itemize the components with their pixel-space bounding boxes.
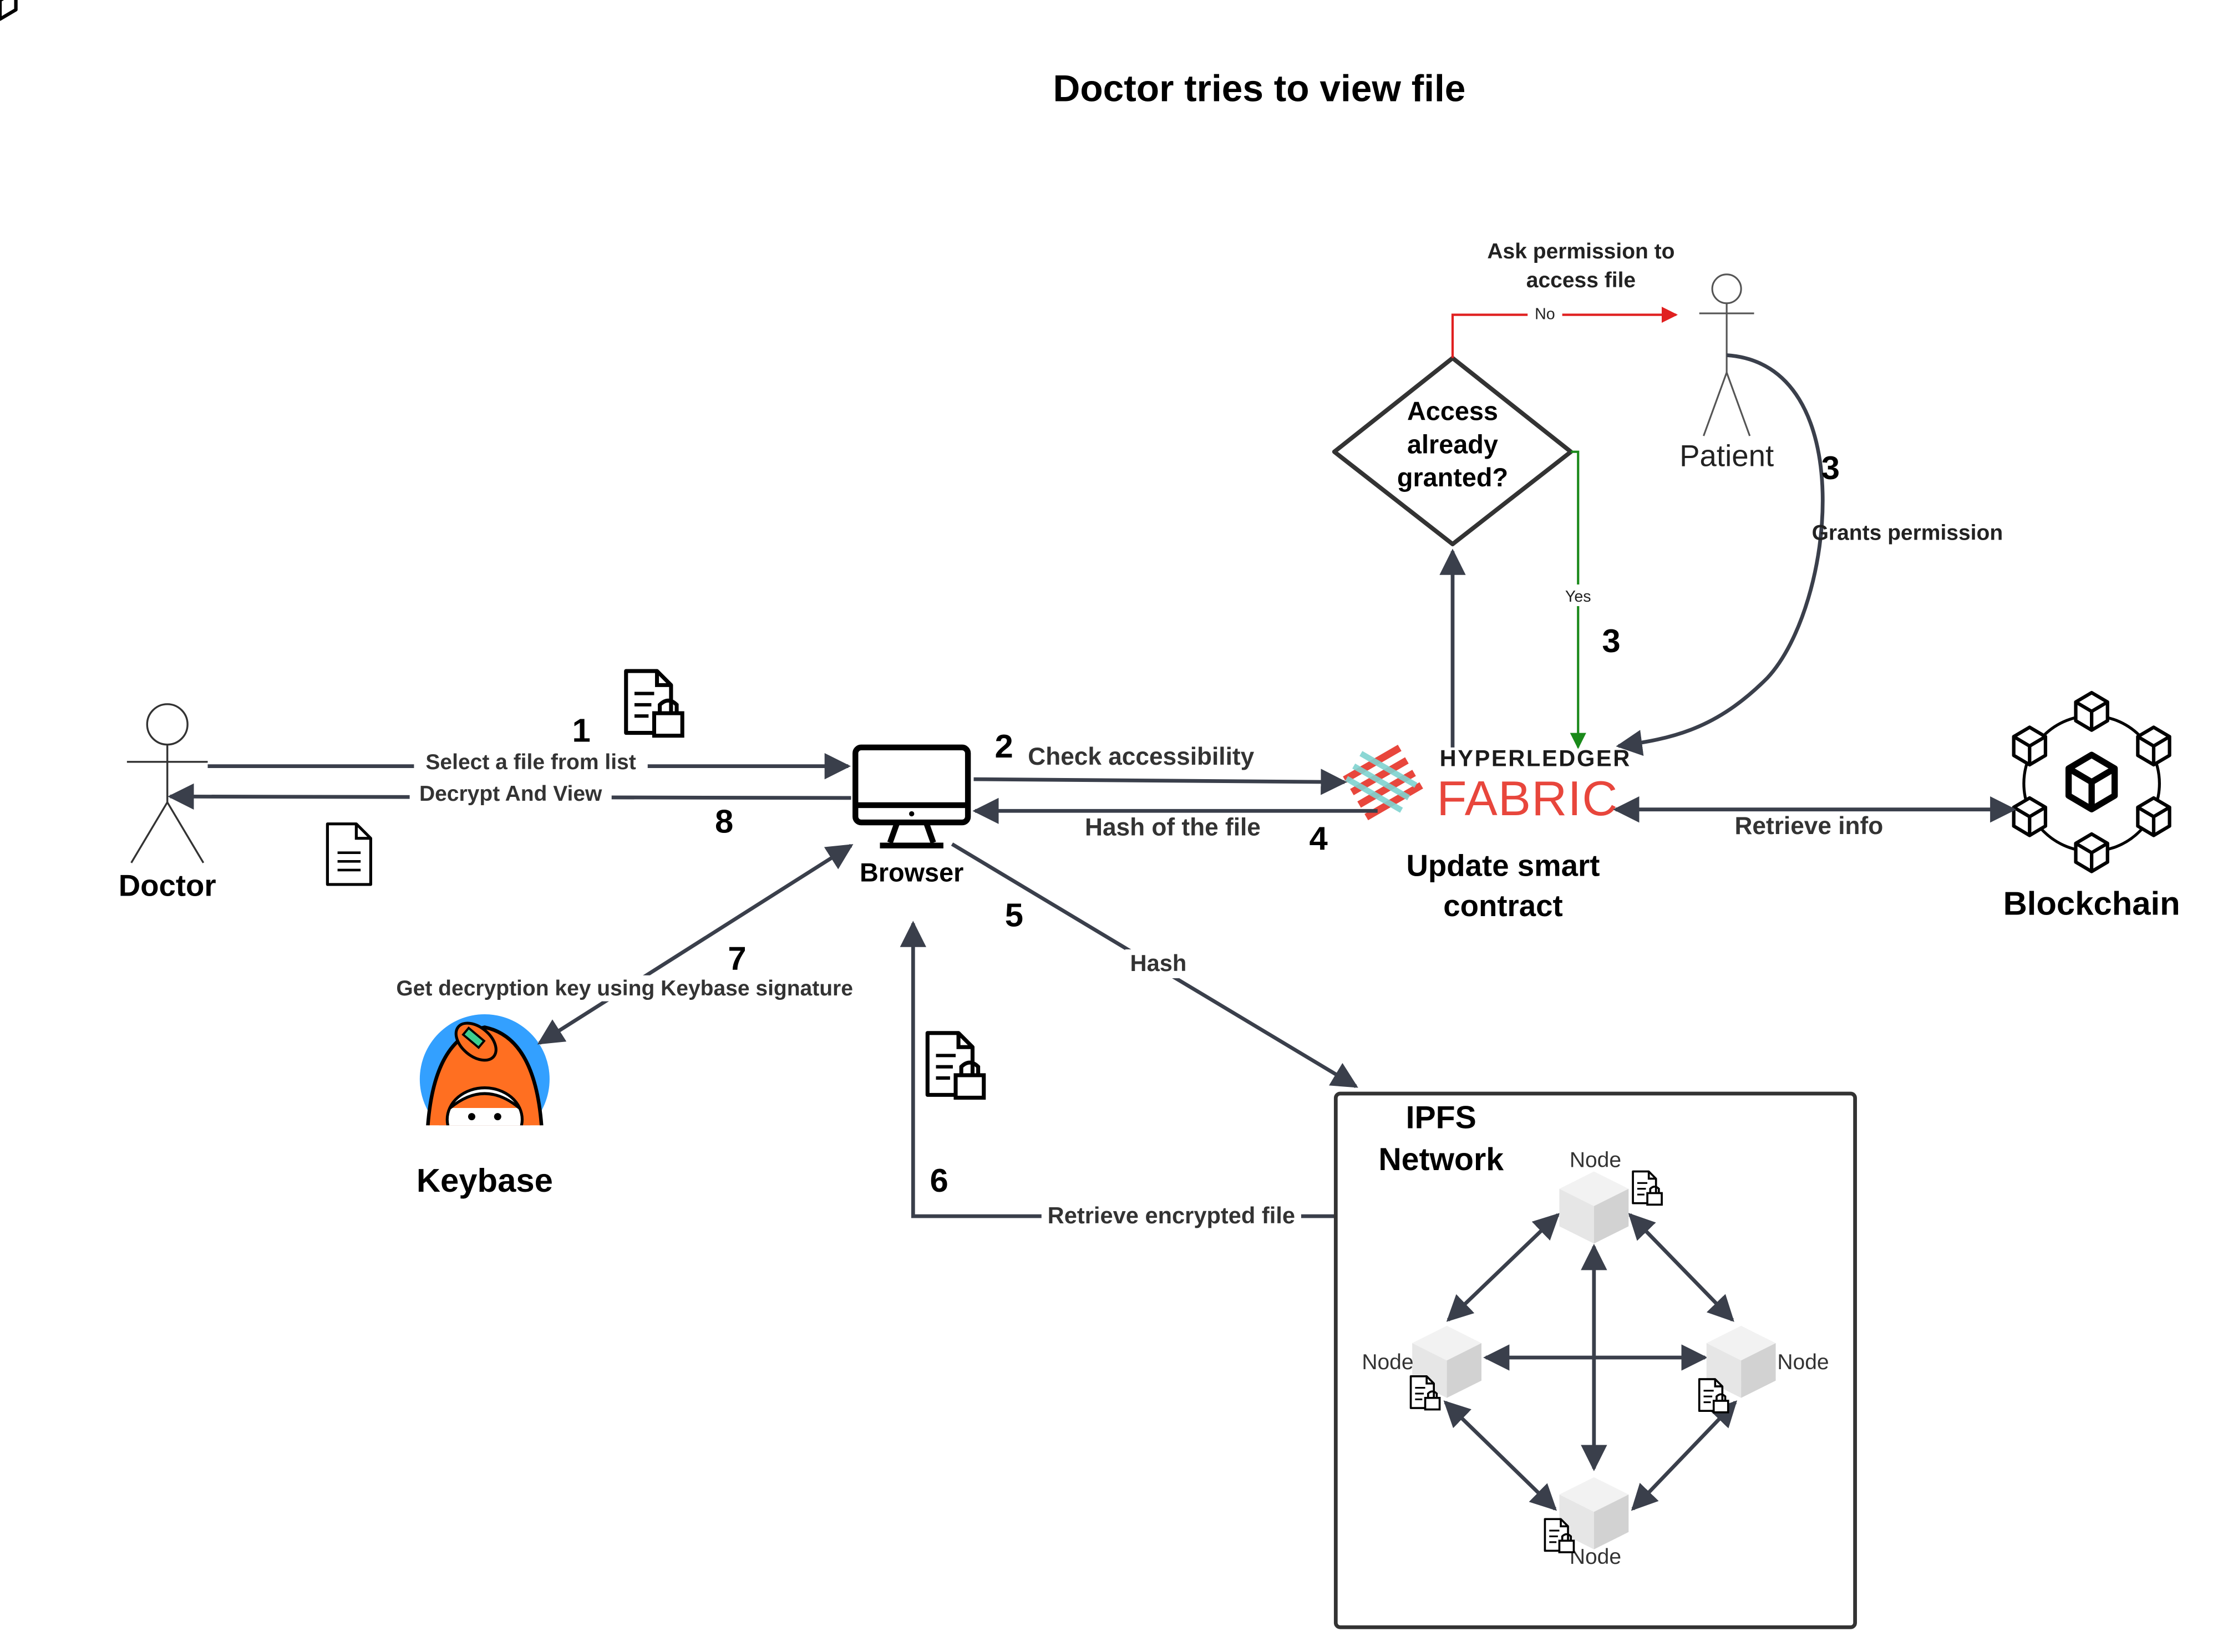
step-3-yes: 3 [1602, 622, 1620, 659]
ipfs-link-left-bottom [1443, 1400, 1557, 1511]
keybase-label: Keybase [417, 1162, 553, 1199]
smart-contract-label-2: contract [1443, 889, 1562, 923]
step-2: 2 [995, 728, 1013, 765]
ipfs-node-top-label: Node [1570, 1148, 1621, 1172]
arrow-grants-permission [1616, 353, 1825, 756]
browser-monitor-icon [852, 744, 971, 848]
ipfs-node-bottom: Node [1544, 1477, 1629, 1569]
ipfs-link-top-left [1446, 1213, 1560, 1322]
arrow-yes-path [1570, 450, 1586, 749]
ipfs-network: IPFS Network Node Node Node Node [1333, 1091, 1857, 1629]
label-decrypt-view: Decrypt And View [419, 782, 602, 806]
patient-actor-icon [1699, 273, 1754, 436]
keybase-icon [419, 1014, 550, 1126]
blockchain-label: Blockchain [2003, 885, 2180, 922]
step-5: 5 [1005, 896, 1023, 933]
doctor-label: Doctor [119, 869, 216, 903]
locked-file-icon [927, 1033, 983, 1098]
ipfs-node-left: Node [1362, 1325, 1481, 1411]
label-ask-permission-2: access file [1526, 268, 1636, 292]
arrow-no-path [1451, 307, 1678, 358]
step-3-patient: 3 [1821, 449, 1840, 486]
label-yes: Yes [1565, 588, 1591, 606]
ipfs-link-right-bottom [1631, 1400, 1738, 1511]
label-retrieve-encrypted: Retrieve encrypted file [1048, 1202, 1295, 1228]
label-no: No [1535, 305, 1555, 323]
arrow-keybase [537, 843, 854, 1045]
smart-contract-label-1: Update smart [1407, 848, 1600, 882]
step-1: 1 [572, 711, 590, 749]
locked-file-icon [626, 671, 682, 736]
ipfs-title-2: Network [1378, 1142, 1504, 1177]
ipfs-link-top-right [1628, 1213, 1734, 1322]
ipfs-node-right-label: Node [1777, 1350, 1829, 1374]
label-hash: Hash [1130, 950, 1187, 976]
document-icon [326, 822, 372, 886]
blockchain-icon [0, 0, 2170, 872]
doctor-actor-icon [126, 703, 208, 863]
ipfs-node-bottom-label: Node [1570, 1545, 1621, 1569]
step-6: 6 [930, 1162, 948, 1199]
ipfs-title-1: IPFS [1406, 1100, 1476, 1135]
label-get-key: Get decryption key using Keybase signatu… [396, 977, 853, 1000]
diagram-title: Doctor tries to view file [1053, 68, 1466, 110]
access-decision: Access already granted? [1332, 355, 1574, 547]
step-4: 4 [1309, 820, 1327, 857]
label-ask-permission-1: Ask permission to [1487, 240, 1674, 263]
label-select-file: Select a file from list [425, 750, 636, 774]
label-check-access: Check accessibility [1028, 743, 1254, 770]
hyperledger-fabric-logo: HYPERLEDGER FABRIC [1343, 745, 1631, 826]
ipfs-node-right: Node [1698, 1325, 1829, 1414]
ipfs-node-top: Node [1559, 1148, 1663, 1244]
ipfs-node-left-label: Node [1362, 1350, 1413, 1374]
label-hash-of-file: Hash of the file [1085, 814, 1261, 841]
label-grants-permission: Grants permission [1812, 521, 2003, 545]
decision-line-2: already [1407, 430, 1498, 459]
browser-label: Browser [860, 858, 963, 887]
patient-label: Patient [1679, 439, 1774, 473]
fabric-wordmark: FABRIC [1437, 771, 1618, 826]
decision-line-3: granted? [1397, 463, 1508, 492]
step-8: 8 [715, 802, 733, 840]
decision-line-1: Access [1407, 397, 1498, 425]
step-7: 7 [728, 939, 746, 977]
hyperledger-wordmark: HYPERLEDGER [1440, 745, 1631, 771]
label-retrieve-info: Retrieve info [1734, 812, 1883, 840]
arrow-check-access [973, 769, 1347, 795]
